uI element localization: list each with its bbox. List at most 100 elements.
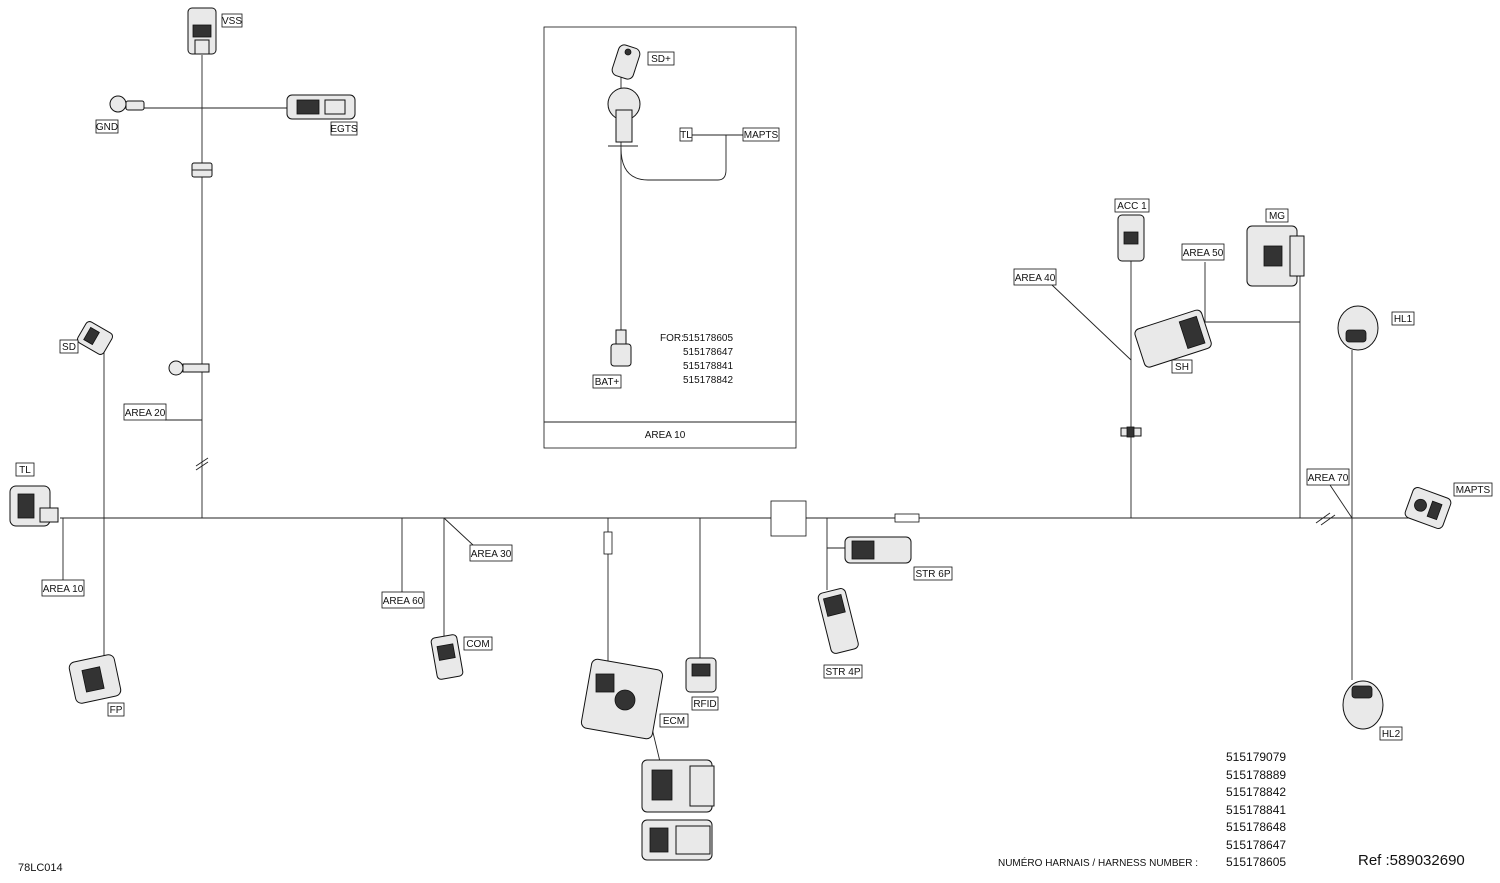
label-str6p: STR 6P bbox=[913, 566, 953, 581]
svg-text:BAT+: BAT+ bbox=[595, 377, 620, 388]
sd-connector bbox=[76, 321, 114, 355]
svg-text:TL: TL bbox=[19, 465, 31, 476]
svg-text:STR 4P: STR 4P bbox=[825, 667, 860, 678]
svg-text:VSS: VSS bbox=[222, 16, 242, 27]
label-rfid: RFID bbox=[691, 696, 719, 711]
inset-label-mapts: MAPTS bbox=[742, 127, 780, 142]
svg-text:MAPTS: MAPTS bbox=[1456, 485, 1491, 496]
svg-text:ACC 1: ACC 1 bbox=[1117, 201, 1147, 212]
egts-connector bbox=[286, 94, 356, 120]
inset-label-bat-plus: BAT+ bbox=[592, 374, 622, 389]
mapts-connector bbox=[1404, 487, 1452, 529]
svg-text:FP: FP bbox=[110, 705, 123, 716]
hl2-connector bbox=[1342, 680, 1384, 730]
tl-connector bbox=[9, 485, 59, 527]
label-area50: AREA 50 bbox=[1181, 243, 1225, 261]
inset-footer: AREA 10 bbox=[645, 430, 686, 441]
label-com: COM bbox=[463, 636, 493, 651]
label-ecm: ECM bbox=[659, 713, 689, 728]
harness-number-caption: NUMÉRO HARNAIS / HARNESS NUMBER : bbox=[998, 856, 1198, 869]
label-mapts: MAPTS bbox=[1453, 482, 1493, 497]
svg-text:TL: TL bbox=[680, 130, 692, 141]
label-area70: AREA 70 bbox=[1306, 468, 1350, 486]
label-egts: EGTS bbox=[330, 121, 358, 136]
str4p-connector bbox=[817, 588, 859, 654]
harness-number-2: 515178889 bbox=[1226, 768, 1286, 782]
svg-text:AREA 20: AREA 20 bbox=[125, 408, 166, 419]
inset-for-number-2: 515178647 bbox=[683, 347, 733, 358]
svg-text:AREA 50: AREA 50 bbox=[1183, 248, 1224, 259]
svg-text:AREA 40: AREA 40 bbox=[1015, 273, 1056, 284]
svg-text:GND: GND bbox=[96, 122, 118, 133]
svg-text:EGTS: EGTS bbox=[330, 124, 358, 135]
svg-text:AREA 60: AREA 60 bbox=[383, 596, 424, 607]
label-fp: FP bbox=[107, 702, 125, 717]
label-gnd: GND bbox=[95, 119, 119, 134]
label-str4p: STR 4P bbox=[823, 664, 863, 679]
svg-text:STR 6P: STR 6P bbox=[915, 569, 950, 580]
label-acc1: ACC 1 bbox=[1114, 198, 1150, 213]
svg-text:AREA 10: AREA 10 bbox=[43, 584, 84, 595]
ecm-connector-top bbox=[580, 658, 664, 740]
label-area40: AREA 40 bbox=[1013, 268, 1057, 286]
label-sh: SH bbox=[1171, 359, 1193, 374]
inline-splice-acc bbox=[1120, 426, 1142, 438]
ecm-connector-mid bbox=[641, 759, 715, 813]
svg-text:HL2: HL2 bbox=[1382, 729, 1401, 740]
label-sd: SD bbox=[59, 339, 79, 354]
label-area60: AREA 60 bbox=[381, 591, 425, 609]
harness-number-1: 515179079 bbox=[1226, 750, 1286, 764]
inset-for-number-4: 515178842 bbox=[683, 375, 733, 386]
harness-number-3: 515178842 bbox=[1226, 785, 1286, 799]
vss-connector bbox=[187, 7, 217, 55]
label-vss: VSS bbox=[221, 13, 243, 28]
harness-number-7: 515178605 bbox=[1226, 855, 1286, 869]
svg-text:SD+: SD+ bbox=[651, 54, 671, 65]
junction-block bbox=[770, 500, 807, 537]
label-tl: TL bbox=[15, 462, 35, 477]
inline-fuse-right bbox=[894, 513, 920, 523]
sh-connector bbox=[1134, 309, 1212, 368]
inset-for-number-1: 515178605 bbox=[683, 333, 733, 344]
label-hl1: HL1 bbox=[1391, 311, 1415, 326]
svg-text:SD: SD bbox=[62, 342, 76, 353]
harness-number-4: 515178841 bbox=[1226, 803, 1286, 817]
svg-text:HL1: HL1 bbox=[1394, 314, 1413, 325]
inset-key-switch-body bbox=[607, 87, 641, 147]
label-area10: AREA 10 bbox=[41, 579, 85, 597]
main-trunk bbox=[60, 55, 1412, 771]
inset-sd-plus-key bbox=[611, 44, 641, 80]
fp-connector bbox=[68, 654, 122, 704]
label-area30: AREA 30 bbox=[469, 544, 513, 562]
svg-text:MAPTS: MAPTS bbox=[744, 130, 779, 141]
reference-number: Ref :589032690 bbox=[1358, 852, 1465, 869]
inline-fuse-ecm bbox=[603, 531, 613, 555]
ecm-connector-bottom bbox=[641, 819, 713, 861]
hl1-connector bbox=[1337, 305, 1379, 351]
rfid-connector bbox=[685, 657, 717, 693]
ring-terminal-area20 bbox=[168, 360, 210, 376]
gnd-ring-terminal bbox=[109, 95, 145, 113]
harness-number-5: 515178648 bbox=[1226, 820, 1286, 834]
acc1-connector bbox=[1117, 214, 1145, 262]
str6p-connector bbox=[844, 536, 912, 564]
svg-text:AREA 70: AREA 70 bbox=[1308, 473, 1349, 484]
inset-label-sd-plus: SD+ bbox=[647, 51, 675, 66]
svg-text:COM: COM bbox=[466, 639, 489, 650]
svg-text:SH: SH bbox=[1175, 362, 1189, 373]
inset-for-number-3: 515178841 bbox=[683, 361, 733, 372]
svg-text:RFID: RFID bbox=[693, 699, 716, 710]
com-connector bbox=[430, 634, 464, 680]
svg-text:ECM: ECM bbox=[663, 716, 685, 727]
svg-text:AREA 30: AREA 30 bbox=[471, 549, 512, 560]
svg-text:MG: MG bbox=[1269, 211, 1285, 222]
inset-bat-plus-terminal bbox=[610, 329, 632, 367]
label-hl2: HL2 bbox=[1379, 726, 1403, 741]
harness-number-6: 515178647 bbox=[1226, 838, 1286, 852]
harness-number-list: 515179079 515178889 515178842 515178841 … bbox=[998, 750, 1286, 869]
label-mg: MG bbox=[1265, 208, 1289, 223]
drawing-code: 78LC014 bbox=[18, 862, 63, 874]
inset-for-label: FOR: bbox=[660, 333, 684, 344]
mg-connector bbox=[1246, 225, 1305, 287]
